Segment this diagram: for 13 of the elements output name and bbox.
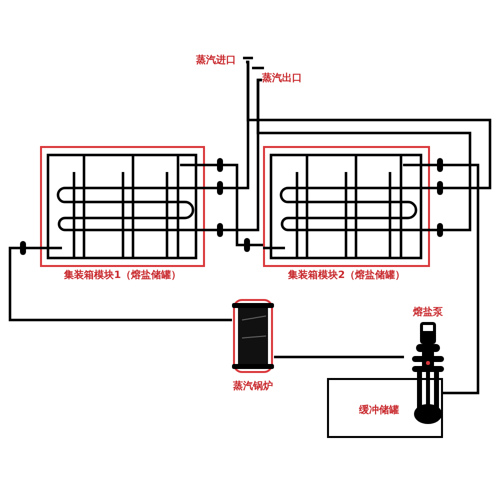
pipe-label: 蒸汽进口 xyxy=(196,54,246,70)
pipe xyxy=(205,164,263,246)
equipment-label: 熔盐泵 xyxy=(412,306,444,320)
module-label: 集装箱模块1（熔盐储罐） xyxy=(63,269,182,283)
pipe xyxy=(245,60,492,190)
module-label: 集装箱模块2（熔盐储罐） xyxy=(287,269,406,283)
pipe-label: 蒸汽出口 xyxy=(262,72,312,88)
tank-label: 缓冲储罐 xyxy=(359,404,399,418)
pipe xyxy=(256,78,472,232)
pipe xyxy=(8,246,232,322)
pipe xyxy=(274,356,404,358)
pipe xyxy=(430,164,480,394)
equipment-label: 蒸汽锅炉 xyxy=(232,380,274,394)
